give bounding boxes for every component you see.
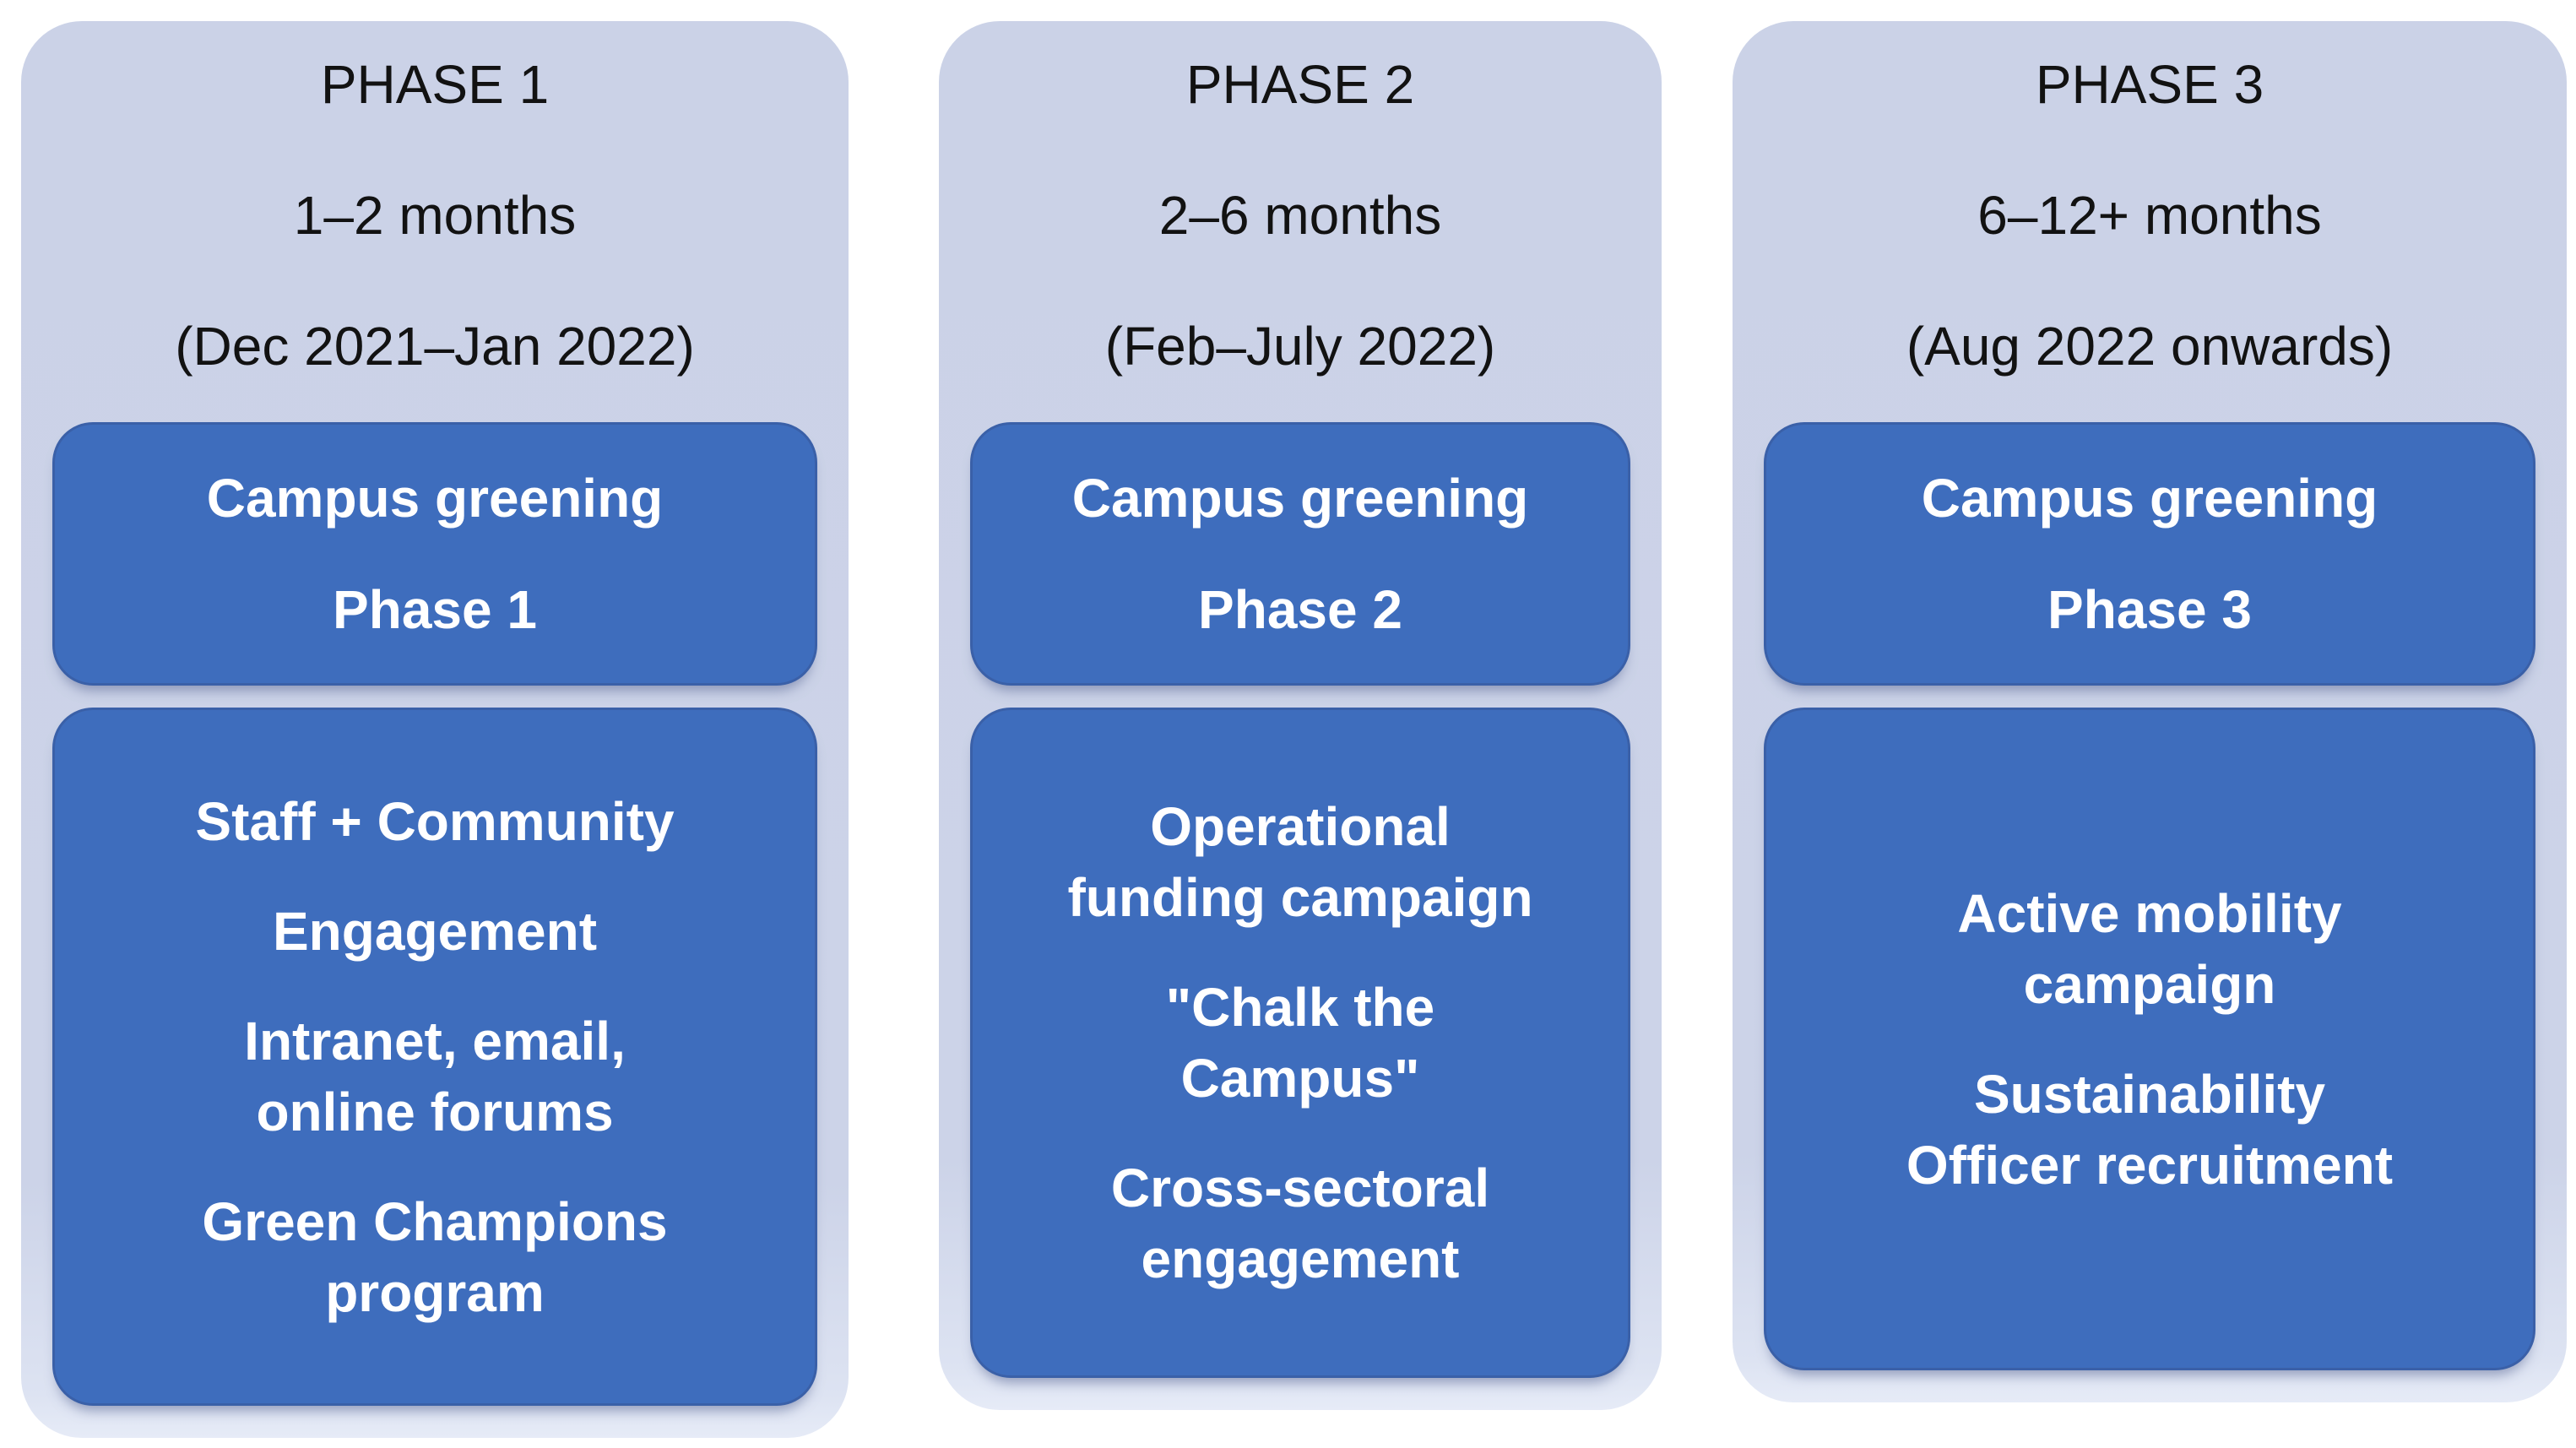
activity-line: online forums — [256, 1081, 614, 1142]
activity-item: Intranet, email, online forums — [244, 1006, 626, 1147]
activity-item: Active mobility campaign — [1957, 878, 2341, 1020]
activity-item: Green Champions program — [202, 1186, 667, 1328]
activity-line: Cross-sectoral — [1110, 1158, 1490, 1218]
phase-1-summary-box: Campus greening Phase 1 — [52, 422, 817, 686]
phase-3-header: PHASE 3 6–12+ months (Aug 2022 onwards) — [1749, 46, 2550, 422]
summary-line: Phase 2 — [1198, 579, 1402, 640]
summary-line: Campus greening — [1071, 468, 1529, 529]
phase-1-activities-box: Staff + Community Engagement Intranet, e… — [52, 708, 817, 1406]
phase-1-header: PHASE 1 1–2 months (Dec 2021–Jan 2022) — [38, 46, 832, 422]
activity-line: Green Champions — [202, 1190, 668, 1252]
activity-line: Active mobility — [1957, 882, 2342, 944]
phase-title: PHASE 1 — [320, 54, 550, 115]
phase-duration: 2–6 months — [1158, 185, 1442, 246]
activity-line: Officer recruitment — [1906, 1134, 2394, 1196]
summary-line: Campus greening — [206, 468, 664, 529]
phase-3-activities-box: Active mobility campaign Sustainability … — [1764, 708, 2535, 1370]
phase-1-column: PHASE 1 1–2 months (Dec 2021–Jan 2022) C… — [21, 21, 849, 1438]
phase-2-summary-box: Campus greening Phase 2 — [970, 422, 1630, 686]
phase-title: PHASE 2 — [1185, 54, 1415, 115]
phase-duration: 6–12+ months — [1977, 185, 2322, 246]
activity-line: Staff + Community — [195, 790, 675, 852]
phase-dates: (Aug 2022 onwards) — [1906, 316, 2394, 377]
phase-duration: 1–2 months — [293, 185, 577, 246]
activity-line: campaign — [2023, 953, 2276, 1015]
activity-line: program — [325, 1261, 545, 1323]
phase-3-column: PHASE 3 6–12+ months (Aug 2022 onwards) … — [1733, 21, 2567, 1402]
activity-item: Operational funding campaign — [1067, 791, 1532, 933]
summary-line: Phase 3 — [2047, 579, 2252, 640]
activity-item: Staff + Community — [195, 786, 674, 857]
activity-line: funding campaign — [1067, 867, 1533, 928]
activity-line: engagement — [1141, 1228, 1460, 1289]
summary-line: Campus greening — [1921, 468, 2378, 529]
activity-line: Operational — [1150, 796, 1451, 857]
activity-line: Campus" — [1180, 1048, 1420, 1109]
activity-line: Sustainability — [1973, 1063, 2326, 1125]
phase-dates: (Feb–July 2022) — [1104, 316, 1496, 377]
phase-2-activities-box: Operational funding campaign "Chalk the … — [970, 708, 1630, 1378]
activity-item: Cross-sectoral engagement — [1111, 1152, 1489, 1294]
phase-title: PHASE 3 — [2035, 54, 2264, 115]
activity-item: Engagement — [273, 896, 597, 967]
activity-item: "Chalk the Campus" — [1166, 972, 1434, 1114]
phase-3-summary-box: Campus greening Phase 3 — [1764, 422, 2535, 686]
summary-line: Phase 1 — [333, 579, 537, 640]
phase-2-header: PHASE 2 2–6 months (Feb–July 2022) — [956, 46, 1645, 422]
phase-dates: (Dec 2021–Jan 2022) — [175, 316, 695, 377]
phase-2-column: PHASE 2 2–6 months (Feb–July 2022) Campu… — [939, 21, 1662, 1410]
activity-item: Sustainability Officer recruitment — [1906, 1059, 2393, 1201]
activity-line: "Chalk the — [1165, 977, 1435, 1038]
activity-line: Engagement — [272, 900, 598, 962]
activity-line: Intranet, email, — [244, 1010, 626, 1071]
